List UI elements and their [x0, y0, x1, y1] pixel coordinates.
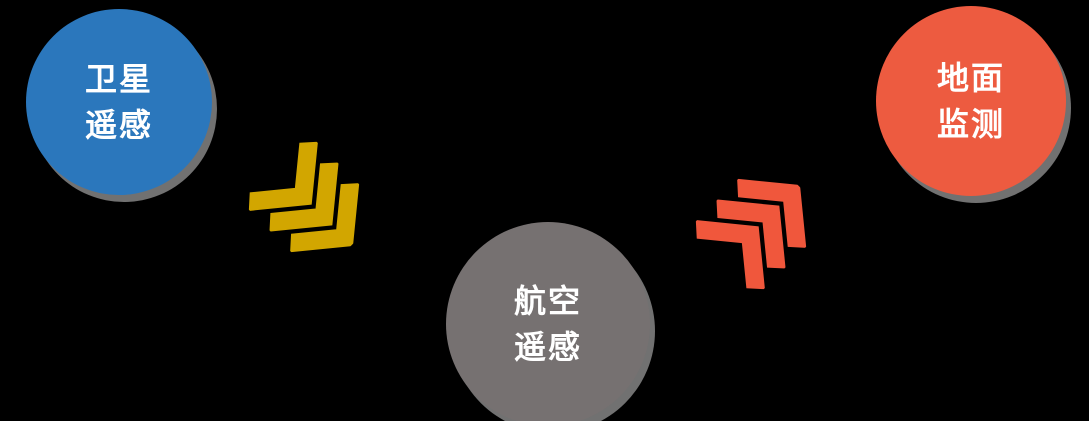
node-satellite-label-line2: 遥感: [84, 106, 153, 144]
node-ground-label-line2: 监测: [936, 105, 1005, 143]
node-aerial-label-line1: 航空: [513, 281, 582, 320]
triple-chevron-down-right-icon: [248, 141, 360, 253]
node-aerial-remote-sensing: 航空 遥感: [446, 222, 650, 421]
triple-chevron-up-right-icon: [695, 178, 807, 290]
node-ground-monitoring: 地面 监测: [876, 6, 1066, 196]
node-satellite-label-line1: 卫星: [84, 59, 153, 98]
node-aerial-label-line2: 遥感: [513, 328, 582, 366]
node-satellite-remote-sensing: 卫星 遥感: [26, 9, 212, 195]
node-ground-label-line1: 地面: [936, 58, 1005, 97]
